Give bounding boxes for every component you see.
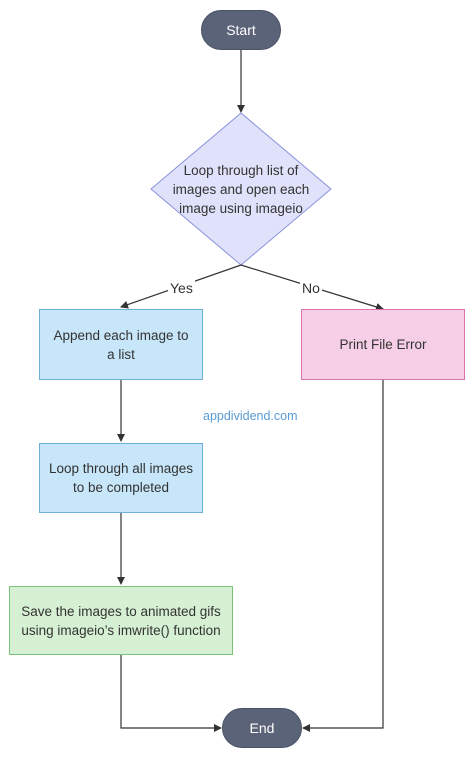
loop-label: Loop through all images to be completed <box>48 461 194 495</box>
append-label: Append each image to a list <box>53 327 189 362</box>
save-node: Save the images to animated gifs using i… <box>9 586 233 655</box>
start-label: Start <box>226 21 256 38</box>
end-label: End <box>249 719 275 736</box>
error-node: Print File Error <box>301 309 465 380</box>
watermark-text: appdividend.com <box>203 409 298 423</box>
loop-node: Loop through all images to be completed <box>39 443 203 513</box>
start-node: Start <box>201 10 281 50</box>
save-label: Save the images to animated gifs using i… <box>21 603 221 638</box>
yes-label: Yes <box>168 280 195 296</box>
arrow-error-to-end <box>302 380 384 732</box>
arrow-save-to-end <box>120 655 222 732</box>
no-label: No <box>300 280 322 296</box>
append-node: Append each image to a list <box>39 309 203 380</box>
decision-label: Loop through list of images and open eac… <box>172 163 310 216</box>
end-node: End <box>222 708 302 748</box>
error-label: Print File Error <box>339 337 427 352</box>
